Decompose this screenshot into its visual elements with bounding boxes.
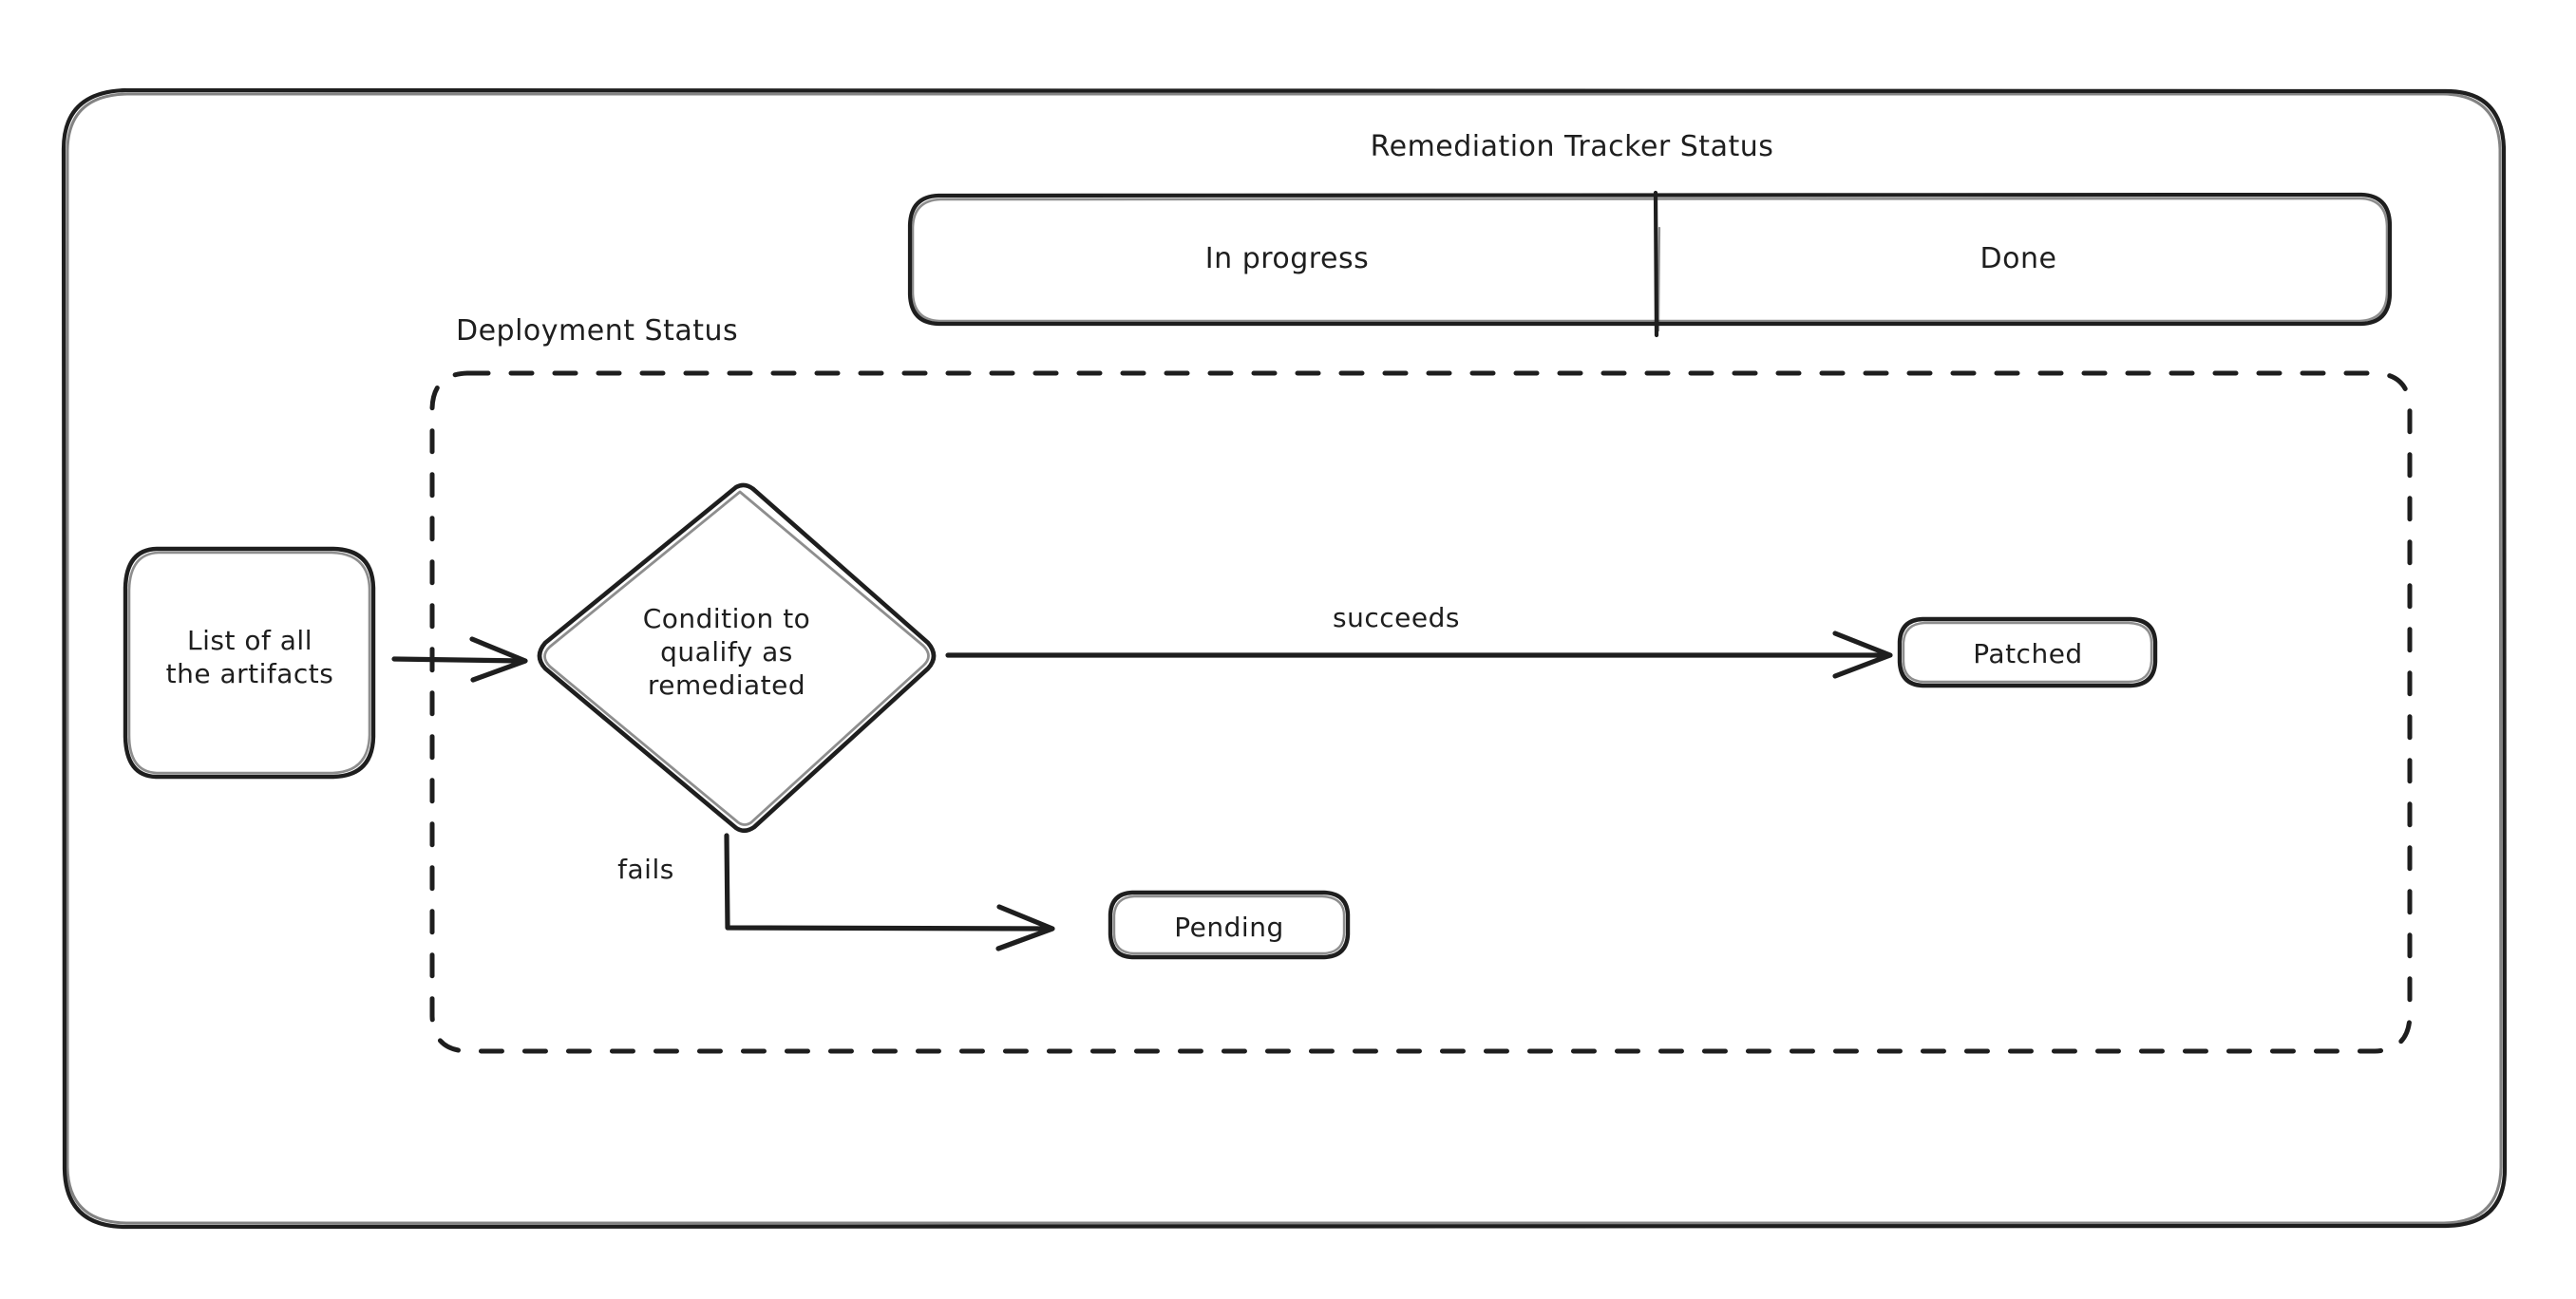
node-pending[interactable] [1108,890,1351,960]
tracker-title: Remediation Tracker Status [1370,130,1774,163]
node-artifacts-label: List of all the artifacts [165,625,334,689]
node-artifacts[interactable] [123,546,376,780]
tracker-cell-done[interactable]: Done [1979,242,2057,275]
tracker-cell-in-progress[interactable]: In progress [1204,242,1370,275]
edge-condition-to-patched [945,631,1893,679]
remediation-tracker-bar[interactable] [907,190,2393,338]
edge-label-fails: fails [617,854,674,885]
node-patched[interactable] [1897,616,2158,688]
deployment-status-group[interactable] [429,370,2413,1054]
edge-label-succeeds: succeeds [1333,602,1460,633]
outer-frame[interactable] [61,87,2508,1230]
deployment-status-label: Deployment Status [456,314,739,348]
tracker-cell-divider [1653,190,1659,338]
node-condition[interactable] [537,482,937,834]
node-condition-label: Condition to qualify as remediated [642,603,811,701]
edge-artifacts-to-condition [391,636,528,683]
node-pending-label: Pending [1174,912,1284,943]
node-patched-label: Patched [1973,638,2083,669]
edge-condition-to-pending [724,833,1055,951]
